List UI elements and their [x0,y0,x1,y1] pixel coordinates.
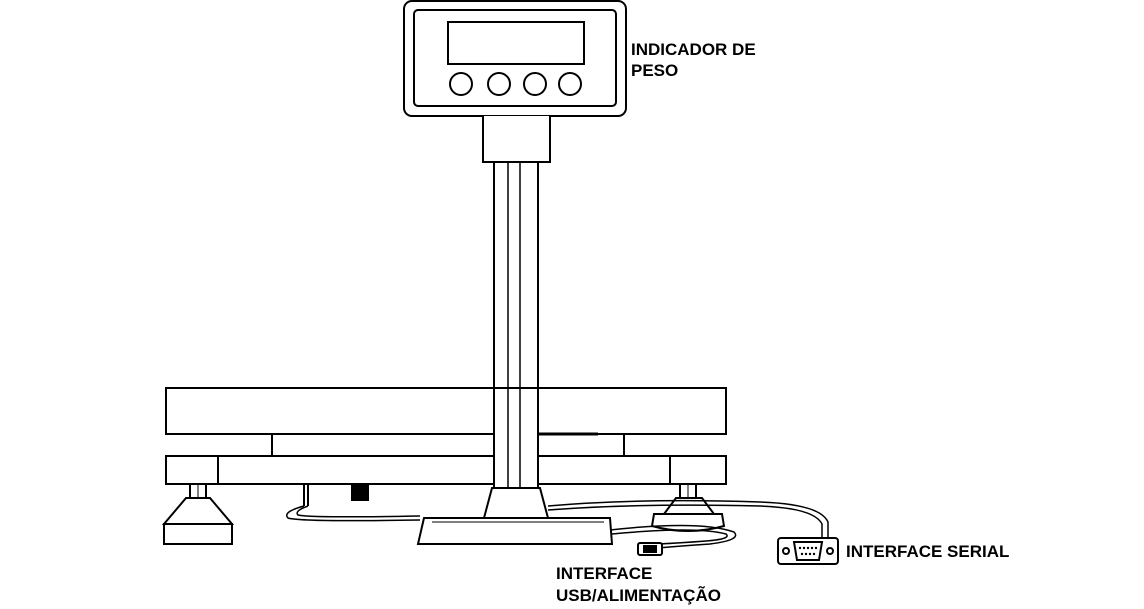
weight-indicator [404,1,626,116]
cable-platform-outer [287,506,420,521]
column-front [494,388,538,488]
serial-interface-label: INTERFACE SERIAL [846,542,1010,561]
serial-cable-inner [548,505,822,540]
usb-interface-label-line1: INTERFACE [556,564,653,583]
platform [166,388,726,488]
platform-spacer [272,434,624,456]
cables [287,501,828,548]
usb-interface-label-line2: USB/ALIMENTAÇÃO [556,586,721,605]
platform-base-frame [166,456,726,484]
column-base [418,488,612,544]
indicator-label-line1: INDICADOR DE [631,40,756,59]
usb-cable-outer [610,525,736,548]
db9-pins [798,546,818,556]
foot-right-base [652,514,724,531]
foot-left-base [164,524,232,544]
serial-connector [778,538,838,564]
display-screen [448,22,584,64]
db9-screw-left [783,548,789,554]
usb-plug-tip [644,546,656,552]
key-button-3 [524,73,546,95]
mount-bracket [483,116,550,162]
indicator-housing [404,1,626,116]
serial-cable-outer [548,501,828,540]
usb-cable-inner [612,530,727,544]
key-button-4 [559,73,581,95]
key-button-2 [488,73,510,95]
db9-screw-right [827,548,833,554]
cable-platform-inner [297,506,420,517]
indicator-bezel [414,10,616,106]
platform-top-plate [166,388,726,434]
indicator-label-line2: PESO [631,61,679,80]
column-base-plate [418,518,612,544]
db9-face [794,542,822,560]
foot-left-pad [164,498,232,524]
db9-shell [778,538,838,564]
under-platform-parts [304,484,368,506]
leveling-foot-left [164,484,232,544]
column-base-flare [484,488,548,518]
load-cell-connector [352,486,368,500]
key-button-1 [450,73,472,95]
leveling-foot-right [652,484,724,531]
usb-connector [638,543,662,555]
